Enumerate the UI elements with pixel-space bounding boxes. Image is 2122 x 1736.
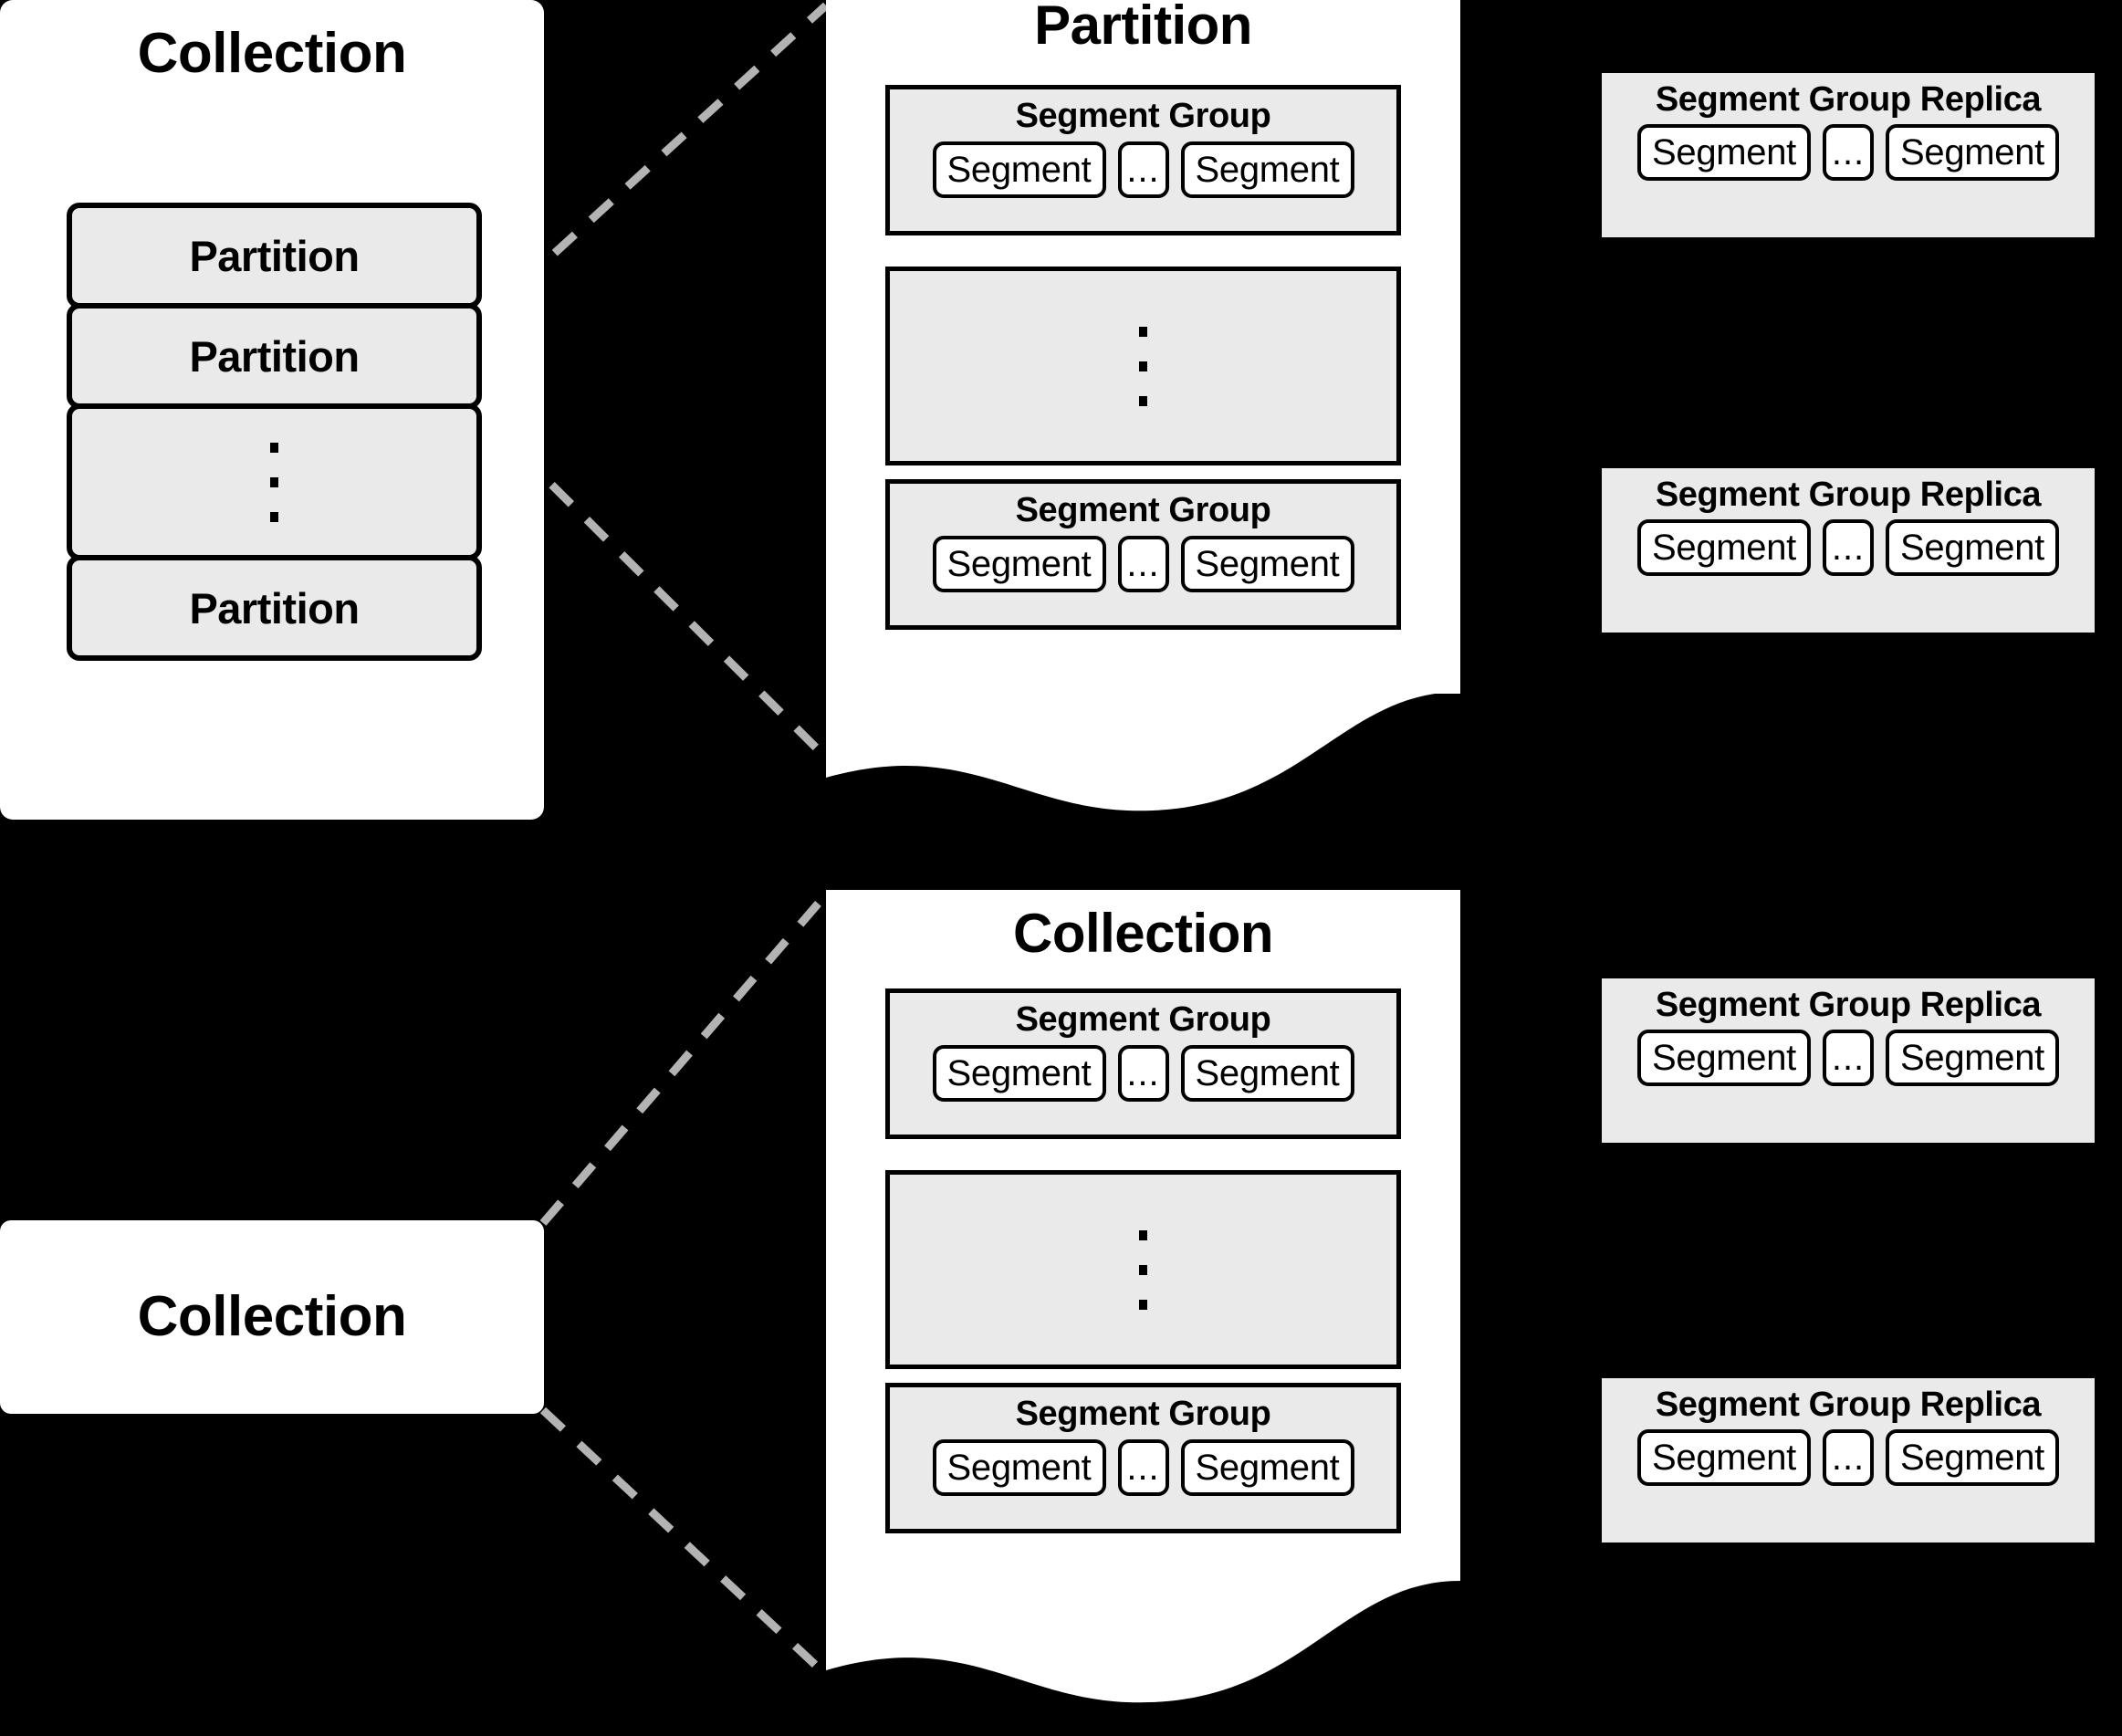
segment-box[interactable]: Segment <box>932 536 1106 592</box>
vertical-ellipsis-icon <box>1139 1229 1147 1310</box>
partition-row[interactable]: Partition <box>67 303 482 409</box>
partition-panel-title: Partition <box>1034 0 1252 56</box>
segment-row: Segment ... Segment <box>1637 1429 2059 1486</box>
segment-group-title: Segment Group <box>1015 491 1271 529</box>
left-collection-card[interactable]: Collection Partition Partition Partition <box>0 0 544 820</box>
segment-box[interactable]: Segment <box>1180 1439 1354 1496</box>
segment-box[interactable]: Segment <box>1637 1429 1811 1486</box>
segment-box[interactable]: Segment <box>932 141 1106 198</box>
segment-group[interactable]: Segment Group Segment ... Segment <box>885 85 1401 235</box>
segment-box[interactable]: Segment <box>1886 519 2059 576</box>
segment-group-replica-title: Segment Group Replica <box>1655 80 2042 119</box>
segment-group[interactable]: Segment Group Segment ... Segment <box>885 1383 1401 1533</box>
segment-row: Segment ... Segment <box>932 536 1354 592</box>
segment-box[interactable]: Segment <box>1886 1429 2059 1486</box>
segment-box[interactable]: Segment <box>1180 1045 1354 1102</box>
collection-panel-torn-edge <box>826 1563 1460 1703</box>
segment-box[interactable]: Segment <box>932 1439 1106 1496</box>
partition-panel-torn-edge <box>826 675 1460 811</box>
segment-row: Segment ... Segment <box>1637 519 2059 576</box>
collection-panel-title: Collection <box>1012 903 1274 964</box>
segment-group-replica-title: Segment Group Replica <box>1655 1386 2042 1424</box>
segment-group-replica[interactable]: Segment Group Replica Segment ... Segmen… <box>1602 1378 2095 1543</box>
segment-group-replica[interactable]: Segment Group Replica Segment ... Segmen… <box>1602 978 2095 1143</box>
segment-box[interactable]: Segment <box>1637 124 1811 181</box>
segment-group-title: Segment Group <box>1015 1000 1271 1039</box>
segment-ellipsis-box: ... <box>1117 1439 1169 1496</box>
segment-group-replica-title: Segment Group Replica <box>1655 476 2042 514</box>
connector-collection-bottom <box>539 1407 830 1678</box>
segment-row: Segment ... Segment <box>932 1439 1354 1496</box>
segment-group[interactable]: Segment Group Segment ... Segment <box>885 479 1401 630</box>
partition-row[interactable]: Partition <box>67 555 482 661</box>
segment-ellipsis-box: ... <box>1117 536 1169 592</box>
segment-row: Segment ... Segment <box>1637 124 2059 181</box>
segment-box[interactable]: Segment <box>1637 519 1811 576</box>
segment-box[interactable]: Segment <box>1637 1030 1811 1086</box>
connector-collection-top <box>539 892 830 1226</box>
left-collection-title: Collection <box>137 22 407 85</box>
vertical-ellipsis-icon <box>270 442 278 522</box>
segment-row: Segment ... Segment <box>1637 1030 2059 1086</box>
partition-row[interactable]: Partition <box>67 203 482 309</box>
segment-row: Segment ... Segment <box>932 1045 1354 1102</box>
segment-row: Segment ... Segment <box>932 141 1354 198</box>
bottom-left-collection-title: Collection <box>137 1285 407 1349</box>
partition-panel[interactable]: Partition Segment Group Segment ... Segm… <box>826 0 1460 694</box>
segment-ellipsis-box: ... <box>1823 1429 1874 1486</box>
partition-stack: Partition Partition Partition <box>67 203 482 661</box>
partition-label: Partition <box>189 583 360 633</box>
segment-ellipsis-box: ... <box>1117 1045 1169 1102</box>
segment-group-ellipsis <box>885 1170 1401 1369</box>
segment-box[interactable]: Segment <box>1886 124 2059 181</box>
segment-box[interactable]: Segment <box>1180 141 1354 198</box>
segment-group-title: Segment Group <box>1015 97 1271 135</box>
segment-ellipsis-box: ... <box>1823 1030 1874 1086</box>
vertical-ellipsis-icon <box>1139 326 1147 406</box>
segment-box[interactable]: Segment <box>1886 1030 2059 1086</box>
segment-group-title: Segment Group <box>1015 1395 1271 1433</box>
partition-row-ellipsis <box>67 403 482 560</box>
segment-group-replica-title: Segment Group Replica <box>1655 986 2042 1024</box>
bottom-left-collection-card[interactable]: Collection <box>0 1220 544 1414</box>
segment-group[interactable]: Segment Group Segment ... Segment <box>885 988 1401 1139</box>
partition-label: Partition <box>189 331 360 381</box>
segment-ellipsis-box: ... <box>1823 124 1874 181</box>
segment-ellipsis-box: ... <box>1117 141 1169 198</box>
segment-ellipsis-box: ... <box>1823 519 1874 576</box>
segment-group-ellipsis <box>885 267 1401 465</box>
segment-box[interactable]: Segment <box>1180 536 1354 592</box>
segment-group-replica[interactable]: Segment Group Replica Segment ... Segmen… <box>1602 73 2095 237</box>
partition-label: Partition <box>189 231 360 280</box>
collection-panel[interactable]: Collection Segment Group Segment ... Seg… <box>826 890 1460 1579</box>
segment-group-replica[interactable]: Segment Group Replica Segment ... Segmen… <box>1602 468 2095 633</box>
segment-box[interactable]: Segment <box>932 1045 1106 1102</box>
